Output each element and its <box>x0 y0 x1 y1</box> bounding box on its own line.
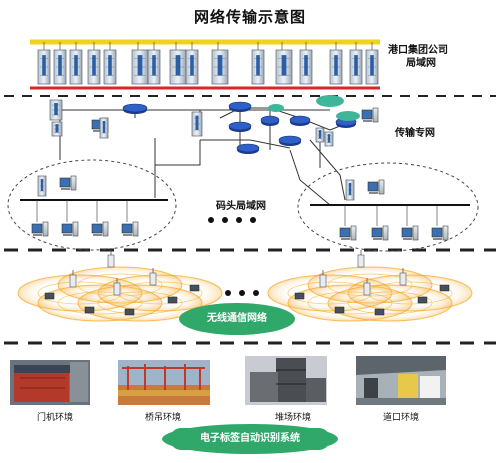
cloud-icon <box>336 111 360 121</box>
switch-icon <box>289 115 311 126</box>
port-lan-servers <box>30 39 380 90</box>
server-icon <box>315 127 325 143</box>
port-lan-label-line1: 港口集团公司 <box>388 45 448 56</box>
diagram-title: 网络传输示意图 <box>193 8 306 26</box>
dock-lan-left-boundary <box>7 159 177 251</box>
server-icon <box>103 49 117 85</box>
server-icon <box>365 49 379 85</box>
photo-yard <box>245 356 327 405</box>
access-point-icon <box>69 270 77 288</box>
server-icon <box>349 49 363 85</box>
server-icon <box>324 131 334 147</box>
transmission-network-label: 传输专网 <box>395 128 435 139</box>
server-icon <box>147 49 161 85</box>
access-point-icon <box>357 250 365 268</box>
server-icon <box>251 49 265 85</box>
terminal-icon <box>189 284 200 292</box>
computer-icon <box>339 225 357 241</box>
switch-icon <box>122 103 148 114</box>
switch-icon <box>260 115 280 126</box>
server-icon <box>37 175 47 197</box>
computer-icon <box>371 225 389 241</box>
server-icon <box>49 99 63 121</box>
terminal-icon <box>374 308 385 316</box>
terminal-icon <box>124 308 135 316</box>
terminal-icon <box>44 292 55 300</box>
rfid-system-label: 电子标签自动识别系统 <box>170 428 330 450</box>
computer-icon <box>431 225 449 241</box>
access-point-icon <box>149 268 157 286</box>
dock-lan-label: 码头局域网 <box>216 201 266 212</box>
computer-icon <box>121 221 139 237</box>
server-icon <box>53 49 67 85</box>
terminal-icon <box>167 296 178 304</box>
switch-icon <box>278 135 302 146</box>
computer-icon <box>61 221 79 237</box>
terminal-icon <box>417 296 428 304</box>
server-icon <box>299 49 313 85</box>
server-icon <box>329 49 343 85</box>
photo-quay-crane <box>118 360 210 405</box>
switch-icon <box>228 121 252 132</box>
photo-caption-yard: 堆场环境 <box>274 413 311 423</box>
photo-gantry <box>10 360 90 405</box>
server-icon <box>131 49 149 85</box>
photo-caption-gantry: 门机环境 <box>36 413 73 423</box>
server-icon <box>37 49 51 85</box>
server-icon <box>51 121 63 137</box>
server-icon <box>87 49 101 85</box>
terminal-icon <box>334 306 345 314</box>
computer-icon <box>361 107 379 123</box>
terminal-icon <box>84 306 95 314</box>
server-icon <box>69 49 83 85</box>
server-icon <box>169 49 187 85</box>
computer-icon <box>367 179 385 195</box>
port-lan-label: 港口集团公司 局域网 <box>388 44 448 70</box>
server-icon <box>211 49 229 85</box>
server-icon <box>99 117 109 139</box>
access-point-icon <box>319 270 327 288</box>
wireless-network-label: 无线通信网络 <box>187 308 287 330</box>
access-point-icon <box>107 250 115 268</box>
computer-icon <box>401 225 419 241</box>
server-icon <box>275 49 293 85</box>
server-icon <box>345 179 355 201</box>
dock-lan-right-boundary <box>297 162 479 252</box>
switch-icon <box>228 101 252 112</box>
terminal-icon <box>294 292 305 300</box>
photo-caption-gate: 道口环境 <box>382 413 419 423</box>
computer-icon <box>59 175 77 191</box>
photo-caption-quay-crane: 桥吊环境 <box>144 413 181 423</box>
access-point-icon <box>363 278 371 296</box>
switch-icon <box>236 143 260 154</box>
server-icon <box>185 49 199 85</box>
photo-gate <box>356 356 446 405</box>
port-lan-label-line2: 局域网 <box>406 58 436 69</box>
transmission-network-area <box>49 95 379 206</box>
cloud-icon <box>268 104 284 112</box>
cloud-icon <box>316 95 344 107</box>
wireless-cluster <box>267 250 473 322</box>
computer-icon <box>91 221 109 237</box>
server-icon <box>191 111 203 137</box>
terminal-icon <box>439 284 450 292</box>
access-point-icon <box>399 268 407 286</box>
wireless-cluster <box>17 250 223 322</box>
dock-lan-area <box>7 159 479 252</box>
access-point-icon <box>113 278 121 296</box>
computer-icon <box>31 221 49 237</box>
